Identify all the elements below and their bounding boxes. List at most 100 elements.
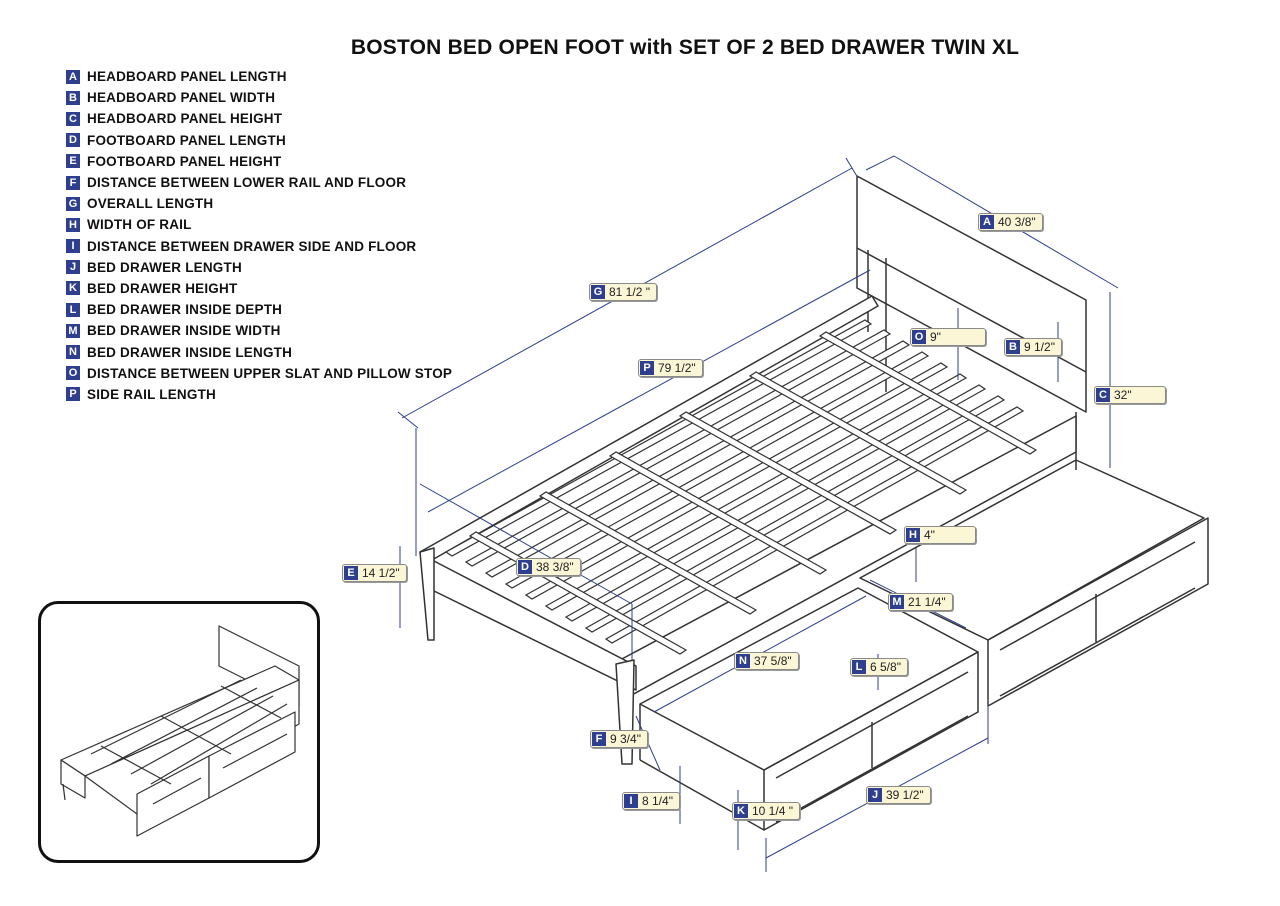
dimension-value: 9 1/2" [1024, 340, 1055, 354]
legend-letter-badge: D [66, 133, 80, 148]
foot-post-right [615, 659, 635, 765]
legend-item: H WIDTH OF RAIL [66, 214, 452, 235]
legend-letter-badge: F [66, 175, 80, 190]
dimension-value: 38 3/8" [536, 560, 574, 574]
dimension-letter-badge: M [890, 595, 904, 609]
rear-drawer [987, 517, 1209, 707]
dimension-tag-d: D 38 3/8" [516, 558, 581, 576]
inset-bed-drawing [60, 625, 300, 837]
legend-letter-badge: E [66, 154, 80, 169]
legend-label: BED DRAWER HEIGHT [87, 280, 238, 296]
dimension-value: 81 1/2 " [609, 285, 650, 299]
legend-label: FOOTBOARD PANEL HEIGHT [87, 153, 282, 169]
legend-label: SIDE RAIL LENGTH [87, 386, 216, 402]
legend-letter-badge: C [66, 111, 80, 126]
legend-label: DISTANCE BETWEEN UPPER SLAT AND PILLOW S… [87, 365, 453, 381]
inset-thumbnail [38, 601, 320, 863]
bed-drawers [639, 459, 1209, 831]
dimension-tag-m: M 21 1/4" [888, 593, 953, 611]
legend-item: C HEADBOARD PANEL HEIGHT [66, 108, 452, 129]
dimension-tag-g: G 81 1/2 " [589, 283, 657, 301]
legend-label: FOOTBOARD PANEL LENGTH [87, 132, 286, 148]
dimension-letter-badge: E [344, 566, 358, 580]
legend-letter-badge: M [66, 323, 80, 338]
legend-item: D FOOTBOARD PANEL LENGTH [66, 130, 452, 151]
dimension-letter-badge: G [591, 285, 605, 299]
dimension-tag-e: E 14 1/2" [342, 564, 407, 582]
dimension-letter-badge: A [980, 215, 994, 229]
dimension-value: 8 1/4" [642, 794, 673, 808]
legend-label: DISTANCE BETWEEN LOWER RAIL AND FLOOR [87, 175, 407, 191]
legend-label: OVERALL LENGTH [87, 196, 214, 212]
legend-label: DISTANCE BETWEEN DRAWER SIDE AND FLOOR [87, 238, 417, 254]
dimension-tag-f: F 9 3/4" [590, 730, 648, 748]
left-side-rail [419, 295, 879, 561]
dimension-letter-badge: K [734, 804, 748, 818]
dimension-letter-badge: F [592, 732, 606, 746]
dimension-tag-b: B 9 1/2" [1004, 338, 1062, 356]
foot-post-left [419, 547, 435, 641]
dimension-value: 9" [930, 330, 941, 344]
legend-item: G OVERALL LENGTH [66, 193, 452, 214]
legend-letter-badge: H [66, 217, 80, 232]
dimension-tag-o: O 9" [910, 328, 986, 346]
dimension-letter-badge: H [906, 528, 920, 542]
dimension-value: 6 5/8" [870, 660, 901, 674]
dimension-value: 39 1/2" [886, 788, 924, 802]
legend-label: HEADBOARD PANEL HEIGHT [87, 111, 283, 127]
dimension-letter-badge: J [868, 788, 882, 802]
legend-item: I DISTANCE BETWEEN DRAWER SIDE AND FLOOR [66, 236, 452, 257]
dimension-tag-n: N 37 5/8" [734, 652, 799, 670]
dimension-value: 10 1/4 " [752, 804, 793, 818]
legend-item: J BED DRAWER LENGTH [66, 257, 452, 278]
dimension-value: 32" [1114, 388, 1132, 402]
dimension-value: 21 1/4" [908, 595, 946, 609]
legend-letter-badge: P [66, 387, 80, 402]
legend-item: F DISTANCE BETWEEN LOWER RAIL AND FLOOR [66, 172, 452, 193]
legend-item: B HEADBOARD PANEL WIDTH [66, 87, 452, 108]
legend-label: HEADBOARD PANEL LENGTH [87, 69, 287, 85]
dimension-value: 37 5/8" [754, 654, 792, 668]
legend-label: BED DRAWER INSIDE DEPTH [87, 302, 283, 318]
legend-letter-badge: B [66, 90, 80, 105]
dimension-letter-badge: B [1006, 340, 1020, 354]
legend-letter-badge: G [66, 196, 80, 211]
dimension-tag-l: L 6 5/8" [850, 658, 908, 676]
legend-label: BED DRAWER INSIDE LENGTH [87, 344, 293, 360]
dimension-tag-h: H 4" [904, 526, 976, 544]
dimension-value: 4" [924, 528, 935, 542]
dimension-tag-j: J 39 1/2" [866, 786, 931, 804]
legend-item: K BED DRAWER HEIGHT [66, 278, 452, 299]
dimension-letter-badge: L [852, 660, 866, 674]
dimension-legend: A HEADBOARD PANEL LENGTH B HEADBOARD PANEL… [66, 66, 452, 405]
legend-letter-badge: N [66, 345, 80, 360]
dimension-letter-badge: P [640, 361, 654, 375]
diagram-title: BOSTON BED OPEN FOOT with SET OF 2 BED D… [350, 36, 1020, 59]
legend-letter-badge: O [66, 366, 80, 381]
legend-letter-badge: K [66, 281, 80, 296]
legend-item: A HEADBOARD PANEL LENGTH [66, 66, 452, 87]
legend-label: HEADBOARD PANEL WIDTH [87, 90, 276, 106]
legend-item: O DISTANCE BETWEEN UPPER SLAT AND PILLOW … [66, 363, 452, 384]
legend-item: E FOOTBOARD PANEL HEIGHT [66, 151, 452, 172]
legend-letter-badge: L [66, 302, 80, 317]
dimension-value: 14 1/2" [362, 566, 400, 580]
dimension-letter-badge: O [912, 330, 926, 344]
legend-label: WIDTH OF RAIL [87, 217, 192, 233]
dimension-letter-badge: N [736, 654, 750, 668]
legend-label: BED DRAWER LENGTH [87, 259, 242, 275]
legend-item: N BED DRAWER INSIDE LENGTH [66, 341, 452, 362]
legend-item: P SIDE RAIL LENGTH [66, 384, 452, 405]
dimension-tag-k: K 10 1/4 " [732, 802, 800, 820]
legend-letter-badge: I [66, 239, 80, 254]
legend-letter-badge: A [66, 69, 80, 84]
dimension-value: 9 3/4" [610, 732, 641, 746]
legend-letter-badge: J [66, 260, 80, 275]
dimension-letter-badge: D [518, 560, 532, 574]
